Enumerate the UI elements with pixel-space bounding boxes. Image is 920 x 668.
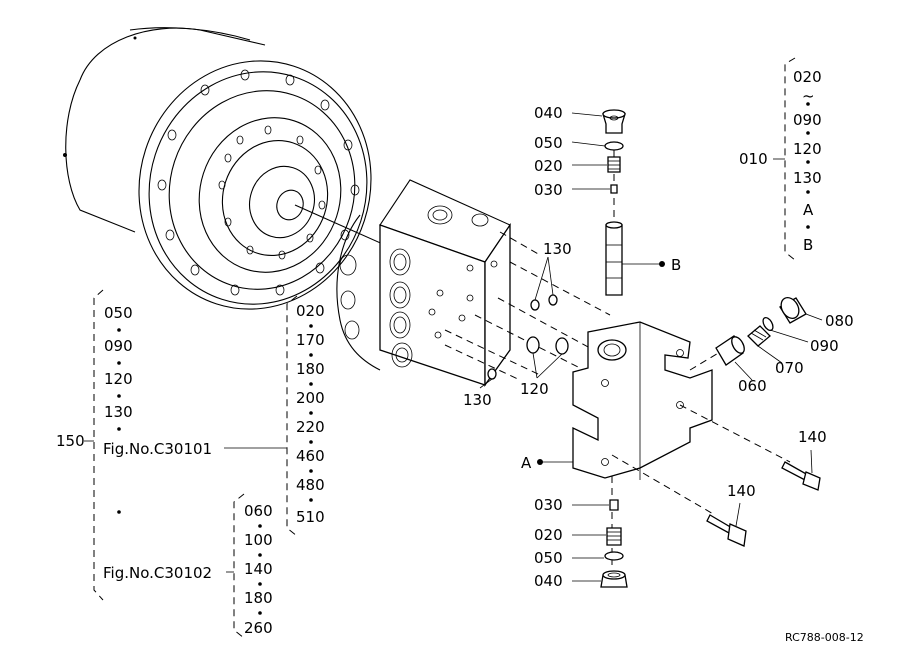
group-010-item: 120 <box>793 140 822 158</box>
label-070: 070 <box>775 359 804 377</box>
bolts-140-drawing <box>706 449 821 547</box>
label-140-lower: 140 <box>727 482 756 500</box>
group-150-label: 150 <box>56 432 85 450</box>
group-c30101-item: 200 <box>296 389 325 407</box>
label-060: 060 <box>738 377 767 395</box>
group-c30102-item: 140 <box>244 560 273 578</box>
group-c30101-item: 460 <box>296 447 325 465</box>
reference-code: RC788-008-12 <box>785 631 864 644</box>
label-040-bottom: 040 <box>534 572 563 590</box>
group-150-item: Fig.No.C30101 <box>103 440 212 458</box>
label-090: 090 <box>810 337 839 355</box>
group-010-item: A <box>803 201 814 219</box>
group-010-item: 020 <box>793 68 822 86</box>
label-050-bottom: 050 <box>534 549 563 567</box>
relief-block-a-drawing <box>537 321 791 565</box>
group-c30101-item: 180 <box>296 360 325 378</box>
label-130-lower: 130 <box>463 391 492 409</box>
label-140-right: 140 <box>798 428 827 446</box>
motor-housing-drawing <box>63 27 386 310</box>
group-brackets <box>84 57 796 639</box>
group-c30101-item: 510 <box>296 508 325 526</box>
group-c30101: 020 170 180 200 220 460 480 510 <box>296 302 325 526</box>
group-c30102-item: 180 <box>244 589 273 607</box>
label-080: 080 <box>825 312 854 330</box>
label-020-top: 020 <box>534 157 563 175</box>
group-010-item: ~ <box>802 87 815 105</box>
group-010-item: 130 <box>793 169 822 187</box>
group-c30102: 060 100 140 180 260 <box>244 502 273 637</box>
group-010: 010 020 ~ 090 120 130 A B <box>739 68 822 254</box>
group-010-label: 010 <box>739 150 768 168</box>
label-120: 120 <box>520 380 549 398</box>
top-plug-stack-drawing <box>571 109 626 194</box>
label-030-top: 030 <box>534 181 563 199</box>
spool-b-drawing <box>605 150 665 296</box>
group-c30101-item: 170 <box>296 331 325 349</box>
bottom-plug-stack-drawing <box>572 499 628 588</box>
label-callout-b: B <box>671 256 681 274</box>
group-150-item: 120 <box>104 370 133 388</box>
group-150-item: Fig.No.C30102 <box>103 564 212 582</box>
label-020-bottom: 020 <box>534 526 563 544</box>
group-c30102-item: 260 <box>244 619 273 637</box>
group-c30101-item: 020 <box>296 302 325 320</box>
group-150-item: 090 <box>104 337 133 355</box>
group-c30102-item: 060 <box>244 502 273 520</box>
label-040-top: 040 <box>534 104 563 122</box>
label-050-top: 050 <box>534 134 563 152</box>
group-150: 150 050 090 120 130 Fig.No.C30101 Fig.No… <box>56 304 212 582</box>
list-dots <box>117 102 810 615</box>
label-030-bottom: 030 <box>534 496 563 514</box>
group-c30101-item: 220 <box>296 418 325 436</box>
right-plug-stack-drawing <box>715 297 823 381</box>
group-c30101-item: 480 <box>296 476 325 494</box>
group-010-item: 090 <box>793 111 822 129</box>
valve-body-drawing <box>336 179 611 388</box>
label-callout-a: A <box>521 454 532 472</box>
group-150-item: 050 <box>104 304 133 322</box>
group-010-item: B <box>803 236 813 254</box>
group-c30102-item: 100 <box>244 531 273 549</box>
orings-120-130-drawing <box>479 256 569 389</box>
label-130-upper: 130 <box>543 240 572 258</box>
group-150-item: 130 <box>104 403 133 421</box>
part-labels: 040 050 020 030 130 120 130 B 080 090 07… <box>463 104 854 590</box>
